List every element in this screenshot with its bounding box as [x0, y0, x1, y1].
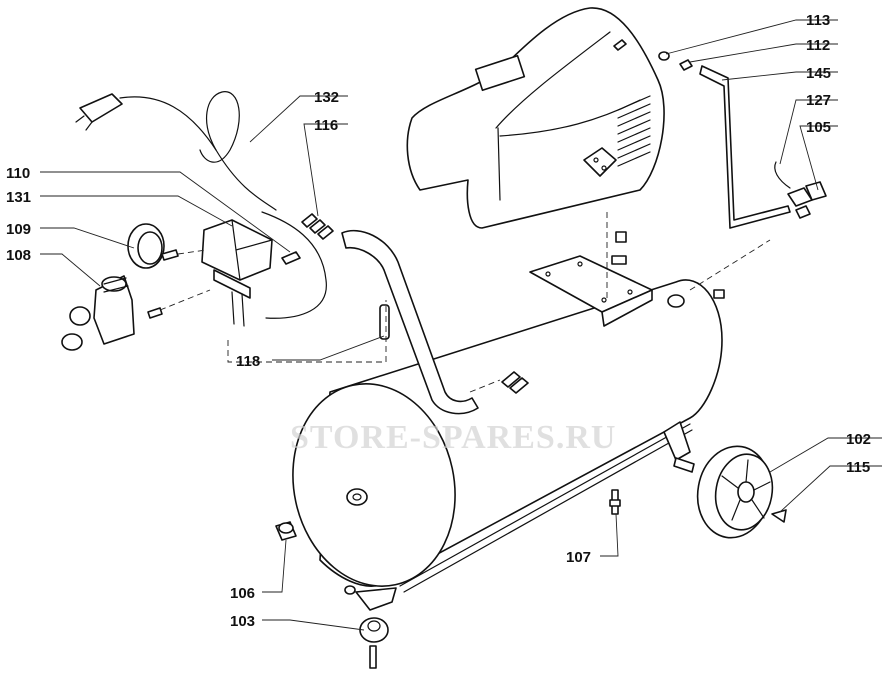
callout-109: 109	[6, 221, 31, 238]
callout-110: 110	[6, 165, 30, 182]
callout-116: 116	[314, 117, 338, 134]
callout-132: 132	[314, 89, 339, 106]
callout-108: 108	[6, 247, 31, 264]
wheel-cap-115	[771, 509, 787, 523]
motor-mount-bracket	[529, 212, 725, 327]
wheel-axle-bracket	[663, 421, 695, 473]
plug-106	[275, 521, 297, 541]
callout-131: 131	[6, 189, 31, 206]
cover-vent-slots	[617, 95, 651, 167]
plug	[79, 93, 123, 123]
callout-113: 113	[806, 12, 830, 29]
callout-127: 127	[806, 92, 831, 109]
regulator-108	[61, 275, 163, 351]
drain-valve-107	[609, 489, 621, 515]
pressure-gauge-109	[127, 223, 179, 269]
rubber-foot-103	[344, 585, 397, 669]
watermark: STORE-SPARES.RU	[290, 419, 616, 456]
delivery-pipe-145	[699, 65, 791, 229]
callout-107: 107	[566, 549, 591, 566]
callout-102: 102	[846, 431, 871, 448]
callout-112: 112	[806, 37, 830, 54]
callout-labels: 113 112 145 127 105 132 116 110 131 109 …	[6, 12, 871, 630]
fitting-105	[774, 161, 827, 219]
callout-118: 118	[236, 353, 260, 370]
callout-103: 103	[230, 613, 255, 630]
callout-106: 106	[230, 585, 255, 602]
tank-drain-port	[346, 488, 368, 506]
pressure-switch-131	[201, 219, 273, 327]
wheel-102	[696, 445, 774, 539]
screw-112	[679, 59, 693, 71]
handle-tube	[341, 229, 479, 415]
air-tank	[292, 279, 723, 593]
callout-115: 115	[846, 459, 870, 476]
motor-cover	[406, 7, 665, 229]
spring-part-116	[301, 213, 334, 240]
spring-part-tank	[501, 371, 529, 394]
power-cord-132	[75, 91, 327, 319]
handle-grip-insert	[379, 304, 390, 340]
callout-145: 145	[806, 65, 831, 82]
leader-lines	[40, 19, 882, 631]
callout-105: 105	[806, 119, 831, 136]
